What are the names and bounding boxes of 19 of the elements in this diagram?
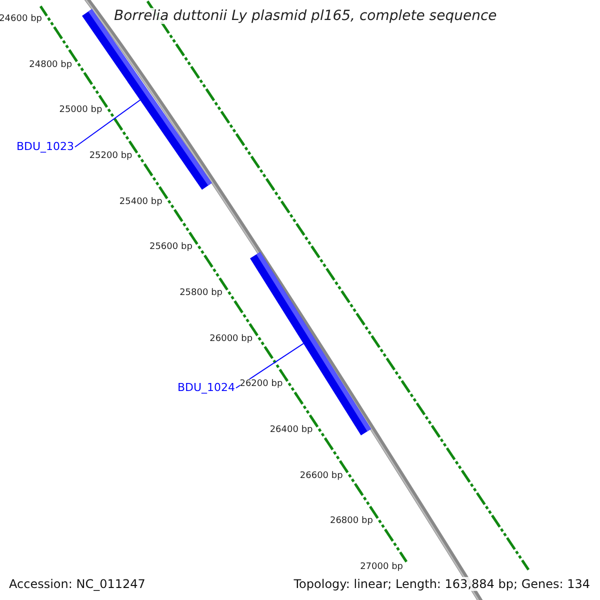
position-label: 26600 bp: [300, 470, 343, 481]
leader-line: [74, 99, 141, 148]
accession-text: Accession: NC_011247: [9, 577, 146, 591]
position-label: 26000 bp: [210, 334, 253, 344]
position-label: 24600 bp: [0, 14, 42, 24]
position-label: 25600 bp: [149, 242, 192, 252]
position-label: 25800 bp: [180, 288, 222, 298]
leader-line: [236, 343, 304, 388]
position-label: 27000 bp: [360, 562, 403, 572]
position-label: 25200 bp: [89, 151, 132, 161]
position-label: 24800 bp: [29, 60, 72, 70]
position-label: 25000 bp: [59, 105, 102, 116]
diagram-title: Borrelia duttonii Ly plasmid pl165, complete sequence: [114, 8, 497, 24]
gene-label: BDU_1024: [177, 382, 235, 394]
position-label: 26400 bp: [270, 425, 313, 435]
gene-label: BDU_1023: [16, 141, 74, 153]
position-label: 26200 bp: [240, 379, 283, 390]
position-label: 26800 bp: [330, 516, 373, 526]
summary-text: Topology: linear; Length: 163,884 bp; Genes: 134: [294, 577, 590, 591]
